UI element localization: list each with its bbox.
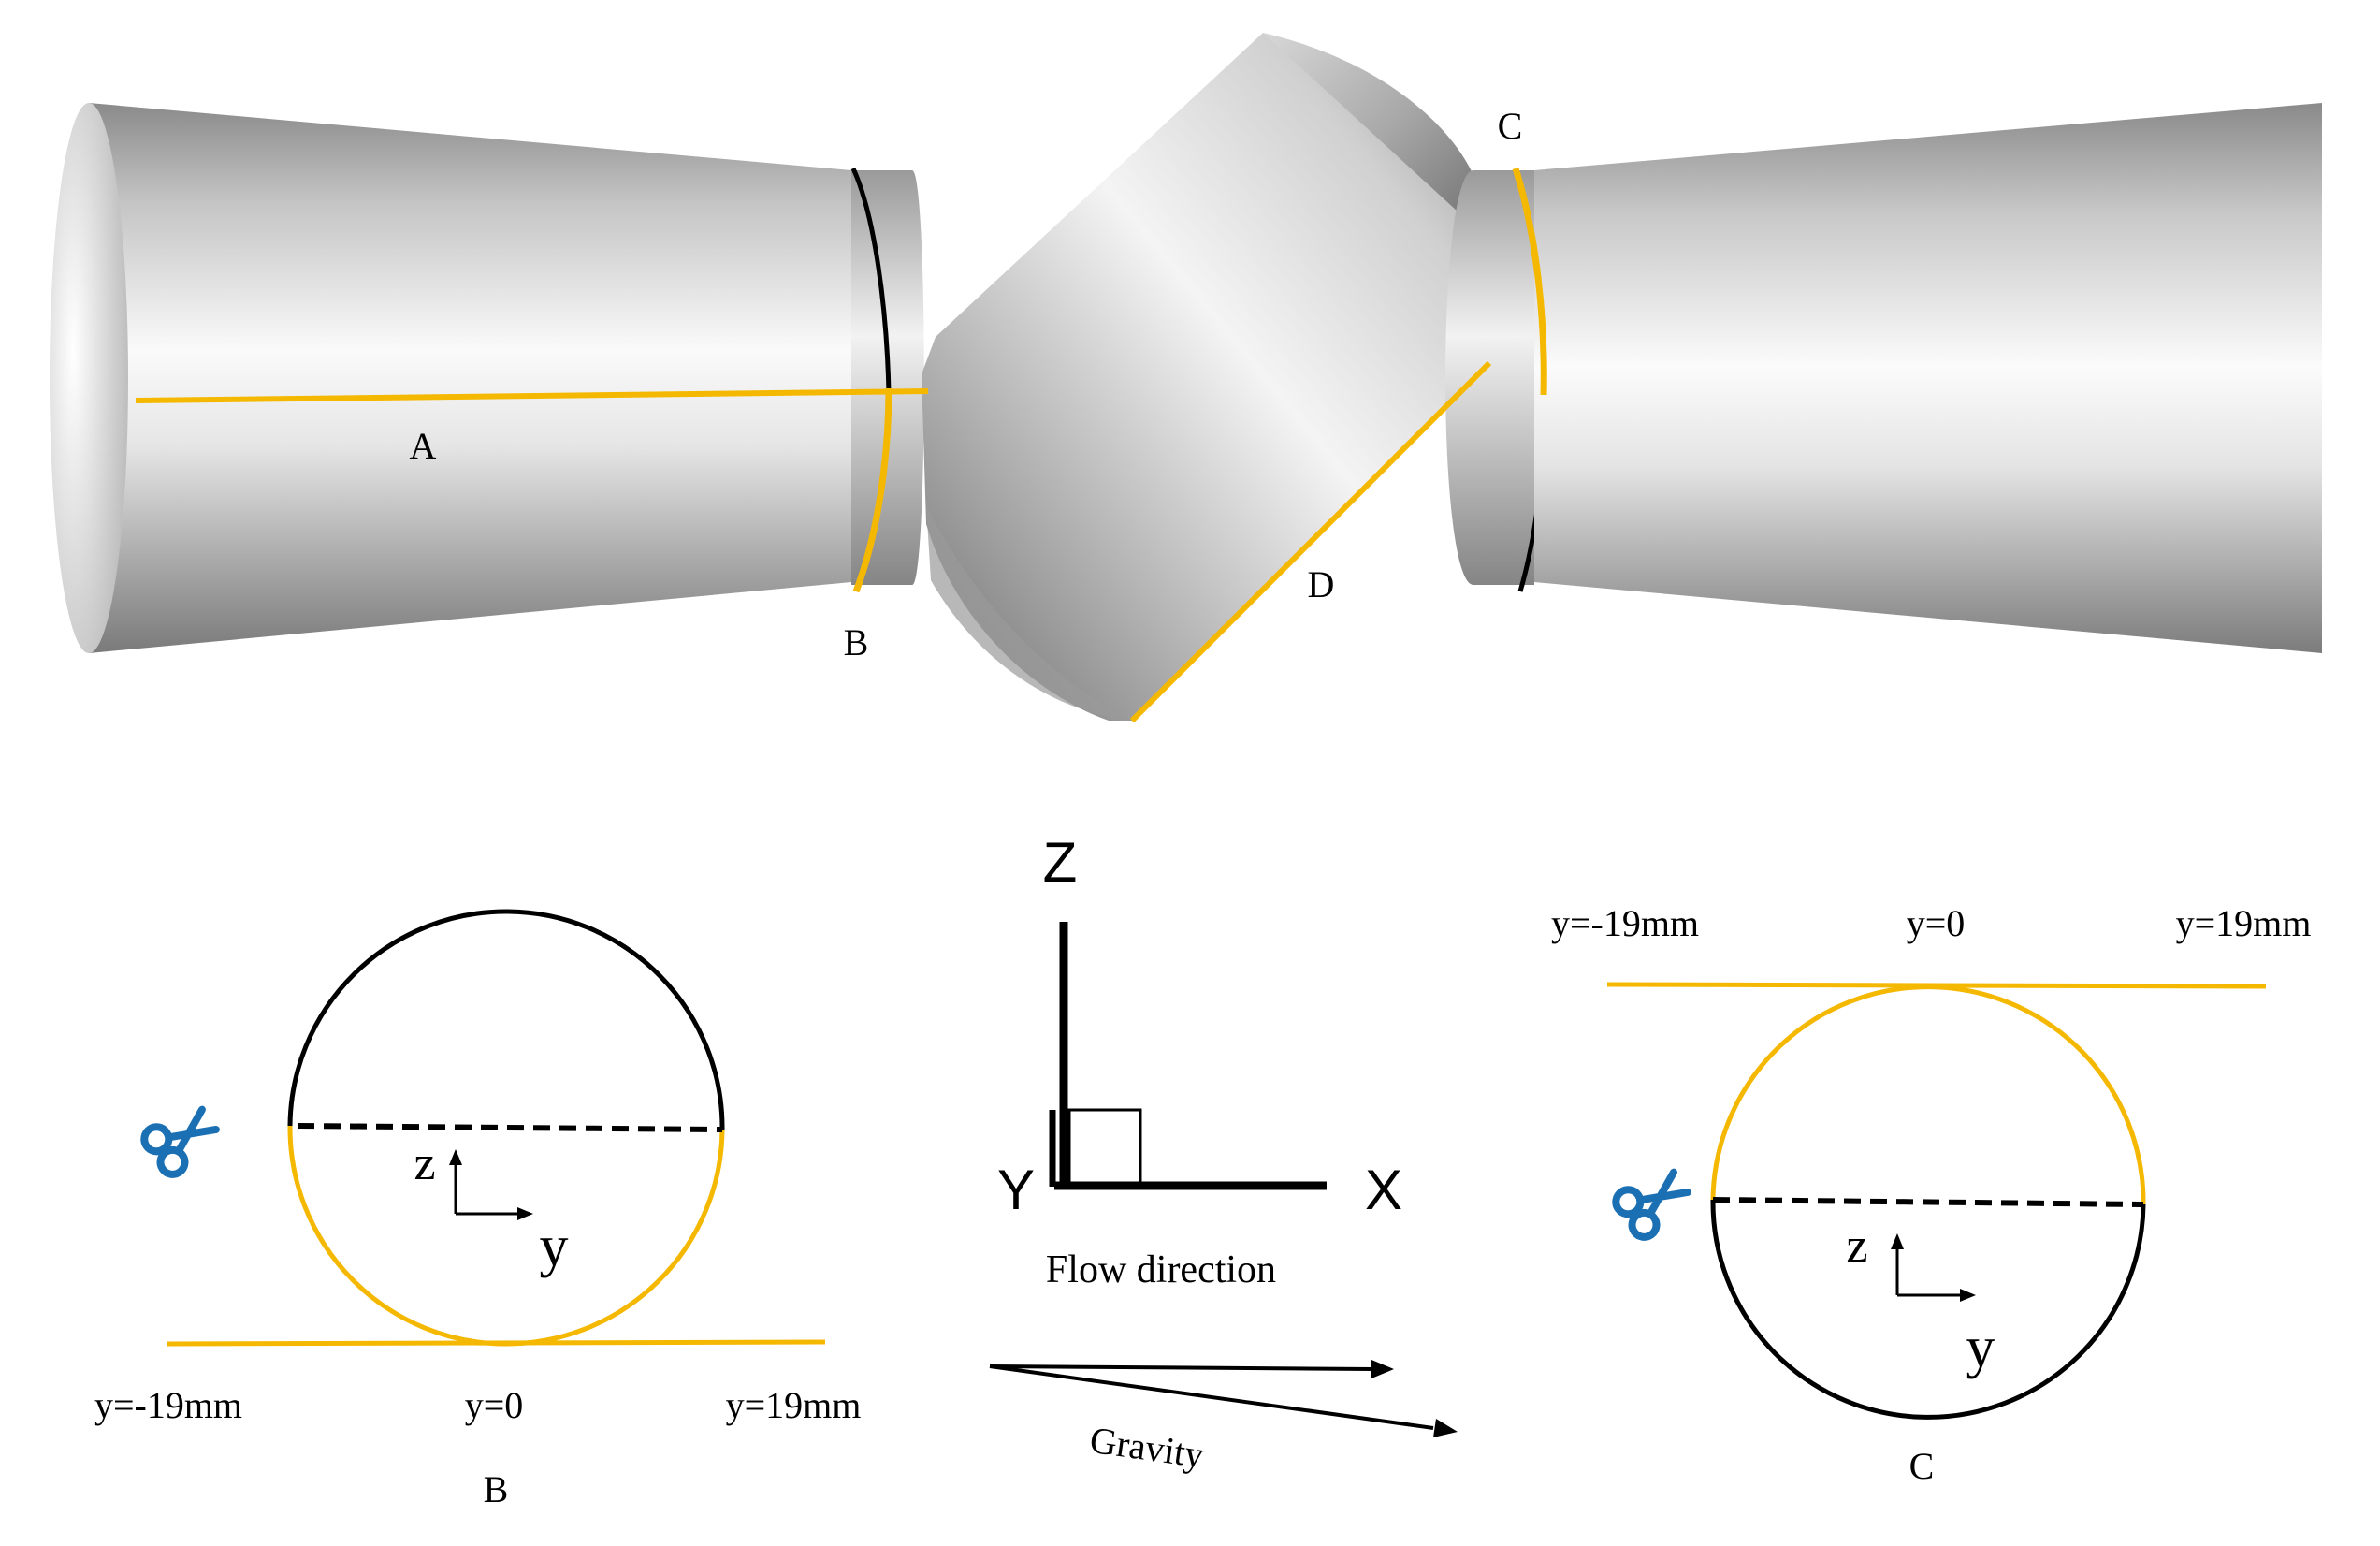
gravity-arrowhead xyxy=(1433,1419,1458,1437)
global-x-label: X xyxy=(1365,1159,1402,1221)
section-c-y-right: y=19mm xyxy=(2176,902,2312,944)
ring-b xyxy=(852,387,892,593)
scissors-icon xyxy=(140,1105,220,1178)
section-c-caption: C xyxy=(1909,1445,1935,1487)
section-c-y-center: y=0 xyxy=(1907,902,1966,944)
label-b: B xyxy=(844,621,869,664)
global-axes-corner-box xyxy=(1067,1108,1142,1186)
global-z-label: Z xyxy=(1043,831,1078,894)
left-inlet-face xyxy=(50,103,128,653)
line-d xyxy=(1129,360,1492,723)
pipe-3d-model: A B C D xyxy=(50,33,2322,723)
right-diffuser xyxy=(1534,103,2322,653)
cross-section-b: z y y=-19mm y=0 y=19mm B xyxy=(94,909,862,1510)
right-collar xyxy=(1445,170,1534,585)
section-c-upper-arc xyxy=(1710,984,2146,1205)
section-b-y-center: y=0 xyxy=(465,1384,524,1426)
section-b-z-arrowhead xyxy=(449,1149,462,1165)
global-axes: Z X Y Flow direction Gravity xyxy=(989,831,1458,1477)
section-c-lower-arc xyxy=(1710,1199,2146,1420)
ring-c xyxy=(1512,167,1547,396)
label-c: C xyxy=(1498,105,1523,147)
section-b-y-arrowhead xyxy=(517,1207,533,1220)
section-c-z-arrowhead xyxy=(1891,1233,1904,1249)
line-a xyxy=(135,388,929,403)
global-y-label: Y xyxy=(997,1159,1035,1221)
flow-direction-arrow xyxy=(989,1364,1374,1371)
section-b-y-right: y=19mm xyxy=(726,1384,862,1426)
section-b-lower-arc xyxy=(287,1125,725,1347)
flow-direction-arrowhead xyxy=(1371,1360,1394,1378)
section-b-cut-line xyxy=(297,1123,723,1132)
section-b-y-left: y=-19mm xyxy=(94,1384,242,1426)
label-a: A xyxy=(410,425,437,467)
section-b-upper-arc xyxy=(287,909,725,1130)
section-b-y-label: y xyxy=(540,1215,569,1278)
section-c-z-label: z xyxy=(1846,1219,1867,1273)
left-diffuser xyxy=(89,103,851,653)
flow-direction-label: Flow direction xyxy=(1046,1248,1276,1291)
section-b-z-label: z xyxy=(414,1137,435,1190)
section-c-y-arrowhead xyxy=(1960,1289,1976,1302)
gravity-arrow xyxy=(989,1364,1434,1430)
inclined-cylinder-lower-face xyxy=(926,505,1132,721)
section-b-tangent-line xyxy=(166,1339,826,1347)
cross-section-c: z y y=-19mm y=0 y=19mm C xyxy=(1551,902,2311,1487)
section-c-cut-line xyxy=(1712,1197,2144,1207)
section-c-y-left: y=-19mm xyxy=(1551,902,1699,944)
section-c-tangent-line xyxy=(1606,982,2267,989)
gravity-label: Gravity xyxy=(1087,1419,1206,1477)
scissors-icon xyxy=(1612,1168,1691,1241)
label-d: D xyxy=(1308,563,1335,605)
inclined-cylinder-body xyxy=(922,33,1492,721)
section-b-caption: B xyxy=(484,1468,509,1510)
left-collar-ring-black xyxy=(850,167,892,394)
section-c-y-label: y xyxy=(1966,1316,1995,1379)
